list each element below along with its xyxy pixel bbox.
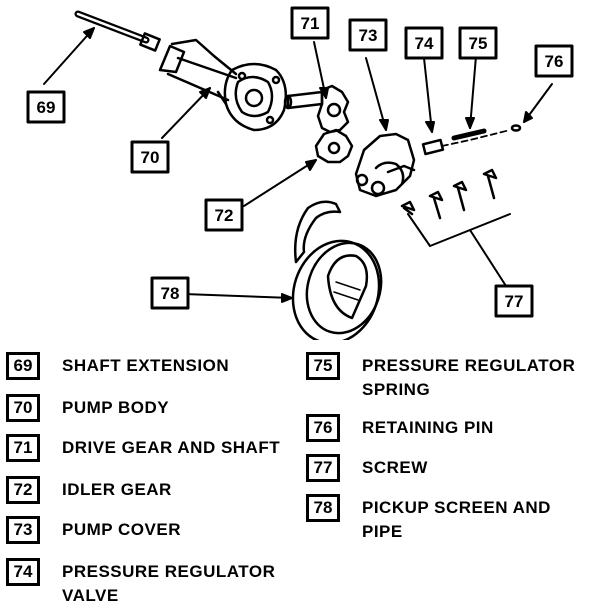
- legend-number: 77: [306, 454, 340, 482]
- callout-73: 73: [348, 18, 388, 52]
- legend-item-76: 76 RETAINING PIN: [306, 414, 494, 442]
- legend-label: PICKUP SCREEN AND PIPE: [362, 498, 551, 541]
- pickup-screen-part: [291, 200, 383, 340]
- callout-70: 70: [130, 140, 170, 174]
- legend-number: 73: [6, 516, 40, 544]
- svg-text:70: 70: [141, 148, 160, 167]
- svg-text:71: 71: [301, 14, 320, 33]
- legend-item-75: 75 PRESSURE REGULATOR SPRING: [306, 352, 575, 402]
- legend-number: 76: [306, 414, 340, 442]
- callout-74: 74: [404, 26, 444, 60]
- legend-label: PUMP BODY: [62, 398, 170, 417]
- svg-text:69: 69: [37, 98, 56, 117]
- callout-69: 69: [26, 90, 66, 124]
- legend-item-74: 74 PRESSURE REGULATOR VALVE: [6, 558, 275, 608]
- legend-number: 71: [6, 434, 40, 462]
- callout-75: 75: [458, 26, 498, 60]
- legend-label: IDLER GEAR: [62, 480, 172, 499]
- legend-label: PRESSURE REGULATOR SPRING: [362, 356, 576, 399]
- svg-text:76: 76: [545, 52, 564, 71]
- legend-number: 78: [306, 494, 340, 522]
- shaft-extension-part: [74, 10, 161, 52]
- leader-arrows: [43, 27, 553, 303]
- callout-76: 76: [534, 44, 574, 78]
- callout-78: 78: [150, 276, 190, 310]
- legend-item-73: 73 PUMP COVER: [6, 516, 181, 544]
- legend-label: RETAINING PIN: [362, 418, 494, 437]
- svg-text:75: 75: [469, 34, 488, 53]
- pump-body-part: [158, 38, 287, 132]
- oil-pump-exploded-diagram: 69 70 71 72 73 74 75 76 77 78: [26, 6, 574, 340]
- legend-number: 75: [306, 352, 340, 380]
- legend-item-78: 78 PICKUP SCREEN AND PIPE: [306, 494, 551, 544]
- svg-text:74: 74: [415, 34, 434, 53]
- legend-label: SHAFT EXTENSION: [62, 356, 230, 375]
- legend-item-70: 70 PUMP BODY: [6, 394, 169, 422]
- legend-item-71: 71 DRIVE GEAR AND SHAFT: [6, 434, 280, 462]
- svg-text:72: 72: [215, 206, 234, 225]
- legend-label: PRESSURE REGULATOR VALVE: [62, 562, 276, 605]
- callout-72: 72: [204, 198, 244, 232]
- drive-gear-part: [283, 84, 350, 134]
- legend-label: DRIVE GEAR AND SHAFT: [62, 438, 281, 457]
- svg-text:77: 77: [505, 292, 524, 311]
- legend-number: 74: [6, 558, 40, 586]
- legend-label: PUMP COVER: [62, 520, 181, 539]
- legend-item-77: 77 SCREW: [306, 454, 428, 482]
- legend-label: SCREW: [362, 458, 428, 477]
- screws-part: [400, 168, 511, 287]
- callout-71: 71: [290, 6, 330, 40]
- svg-text:73: 73: [359, 26, 378, 45]
- idler-gear-part: [314, 128, 354, 164]
- pump-cover-part: [354, 132, 416, 198]
- legend-item-69: 69 SHAFT EXTENSION: [6, 352, 229, 380]
- legend-number: 69: [6, 352, 40, 380]
- callout-77: 77: [494, 284, 534, 318]
- legend-number: 70: [6, 394, 40, 422]
- regulator-parts: [421, 124, 522, 156]
- svg-text:78: 78: [161, 284, 180, 303]
- legend-item-72: 72 IDLER GEAR: [6, 476, 172, 504]
- legend-number: 72: [6, 476, 40, 504]
